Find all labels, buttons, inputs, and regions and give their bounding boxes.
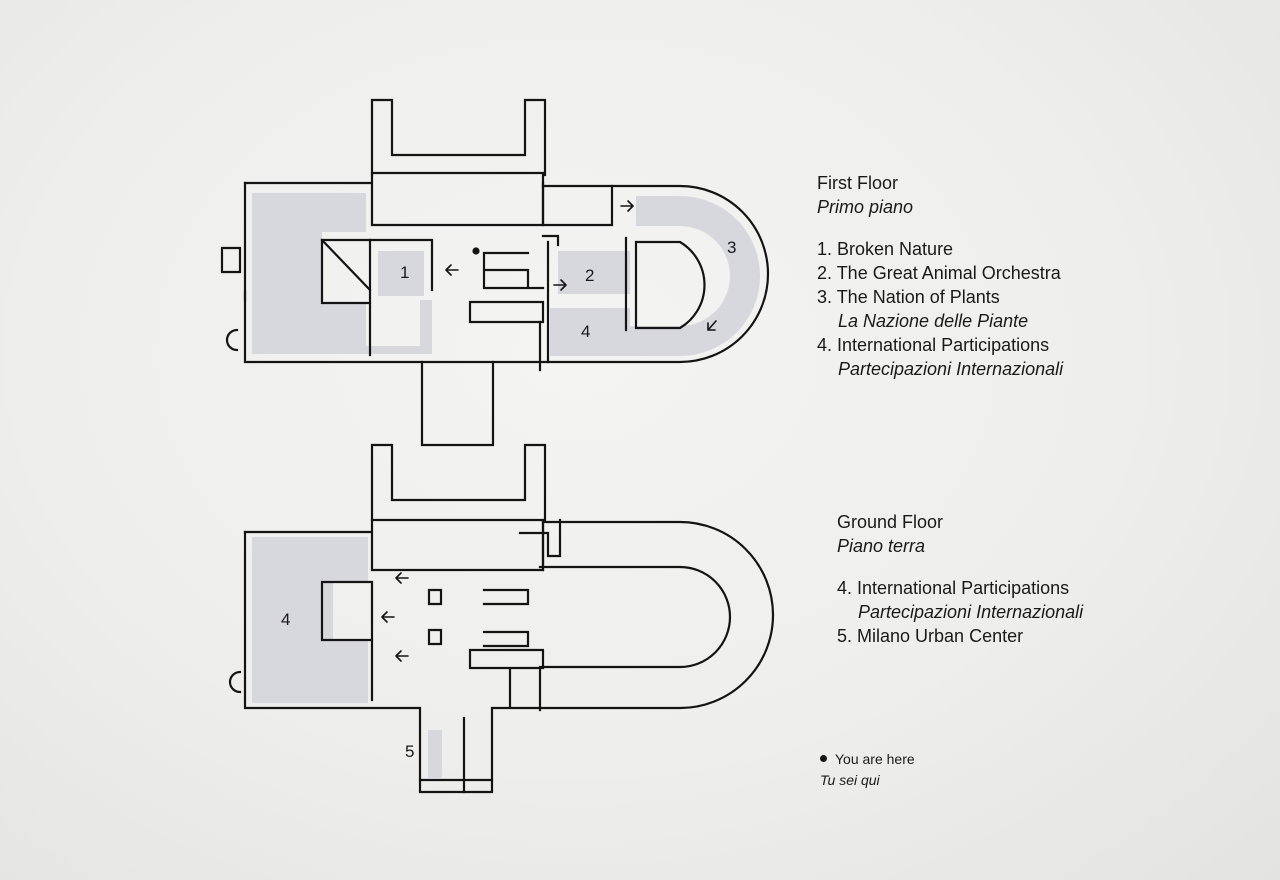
arrow-right-icon — [553, 279, 567, 291]
ground-floor-legend: Ground Floor Piano terra 4. Internationa… — [837, 510, 1083, 648]
legend-item-great-animal-orchestra: 2. The Great Animal Orchestra — [817, 263, 1061, 283]
legend-item-broken-nature: 1. Broken Nature — [817, 239, 954, 259]
legend-item-international-participations: 4. International Participations — [837, 578, 1070, 598]
you-are-here-legend: You are here Tu sei qui — [820, 749, 915, 791]
room-3-area — [630, 196, 760, 356]
first-floor-arrows — [445, 200, 717, 331]
ground-floor-plan: 4 5 — [228, 443, 775, 794]
first-floor-legend: First Floor Primo piano 1. Broken Nature… — [817, 171, 1063, 381]
ground-room-number-4: 4 — [281, 610, 290, 629]
room-1-inner — [378, 251, 424, 296]
first-floor-plan: 1 2 3 4 — [220, 98, 770, 447]
legend-item-nation-of-plants-italian: La Nazione delle Piante — [838, 311, 1029, 331]
room-1-area — [252, 193, 432, 354]
ground-floor-title: Ground Floor — [837, 512, 944, 532]
arrow-down-left-icon — [707, 320, 717, 331]
arrow-right-icon — [620, 200, 634, 212]
legend-item-milano-urban-center: 5. Milano Urban Center — [837, 626, 1024, 646]
room-number-1: 1 — [400, 263, 409, 282]
legend-item-nation-of-plants: 3. The Nation of Plants — [817, 287, 1000, 307]
arrow-left-icon — [395, 650, 409, 662]
arrow-left-icon — [381, 611, 395, 623]
arrow-left-icon — [445, 264, 459, 276]
room-4-area — [550, 308, 630, 356]
legend-item-international-participations: 4. International Participations — [817, 335, 1050, 355]
first-floor-walls — [220, 98, 770, 447]
room-number-4: 4 — [581, 322, 590, 341]
ground-room-4-area — [252, 537, 368, 703]
room-number-2: 2 — [585, 266, 594, 285]
room-2-area — [558, 251, 630, 294]
first-floor-subtitle: Primo piano — [817, 197, 914, 217]
ground-floor-walls — [228, 443, 775, 794]
ground-room-number-5: 5 — [405, 742, 414, 761]
you-are-here-sub: Tu sei qui — [820, 772, 880, 788]
legend-item-international-participations-italian: Partecipazioni Internazionali — [858, 602, 1084, 622]
first-floor-title: First Floor — [817, 173, 898, 193]
ground-floor-arrows — [381, 572, 409, 662]
ground-room-5-area — [428, 730, 442, 778]
arrow-left-icon — [395, 572, 409, 584]
you-are-here-label: You are here — [835, 751, 915, 767]
room-number-3: 3 — [727, 238, 736, 257]
you-are-here-dot — [472, 247, 480, 255]
legend-item-international-participations-italian: Partecipazioni Internazionali — [838, 359, 1064, 379]
ground-floor-subtitle: Piano terra — [837, 536, 926, 556]
you-are-here-dot-icon — [820, 755, 827, 762]
